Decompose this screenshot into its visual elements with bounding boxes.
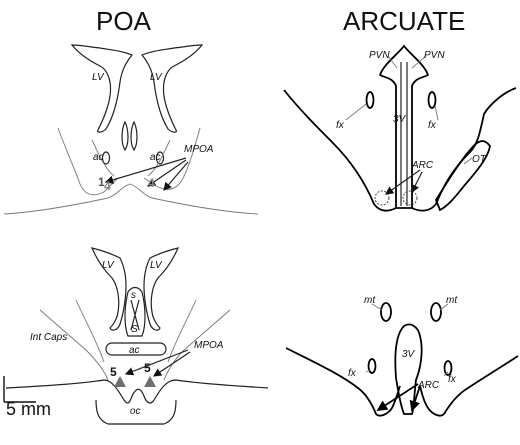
lv-right-outline-lower: [143, 247, 180, 331]
site-5-marker-right: [144, 376, 156, 387]
site-4-label-a: 4: [104, 179, 111, 193]
optic-tract-label: OT: [472, 154, 487, 165]
panel-poa-lower: LV LV s S ac Int Caps MPOA 5 5 oc: [5, 247, 269, 425]
lv-left-label-lower: LV: [102, 260, 115, 271]
mt-left-oval: [380, 302, 392, 322]
septum-left: [121, 120, 129, 152]
site-5-marker-left: [114, 376, 126, 387]
fx-left-label: fx: [336, 120, 345, 131]
fx-right-label: fx: [428, 120, 437, 131]
lv-left-label: LV: [92, 72, 105, 83]
ac-left-oval: [101, 151, 111, 165]
ac-label-lower: ac: [129, 345, 140, 356]
panel-arcuate-lower: mt mt 3V fx fx ARC: [285, 295, 519, 417]
third-ventricle-label-lower: 3V: [402, 349, 416, 360]
mpoa-label-lower: MPOA: [194, 340, 224, 351]
mpoa-arrow-lower-2: [153, 351, 191, 377]
arc-arrow-lower-right: [409, 385, 421, 412]
fx-left-oval-lower: [367, 358, 377, 374]
third-ventricle-outline-lower: [394, 323, 423, 415]
ac-right-oval: [155, 151, 165, 165]
mpoa-arrow-lower-1: [124, 349, 189, 376]
hypothalamus-outline: [283, 87, 517, 212]
site-5-label-b: 5: [144, 361, 151, 375]
septum-lower-label: S: [131, 324, 138, 335]
panel-arcuate-upper: PVN PVN 3V fx fx ARC OT: [283, 44, 517, 212]
optic-chiasm-outline: [95, 399, 177, 425]
poa-title: POA: [96, 6, 151, 36]
optic-tract-outline: [434, 140, 491, 212]
pvn-leaders: [345, 55, 473, 165]
third-ventricle-label: 3V: [393, 114, 407, 125]
septum-right: [130, 120, 138, 152]
contour-right: [143, 127, 201, 190]
lv-left-outline: [70, 44, 133, 133]
mt-right-oval: [430, 302, 442, 322]
mpoa-arrow-3: [163, 161, 189, 191]
arc-label: ARC: [411, 160, 434, 171]
contour-left: [57, 127, 119, 196]
arc-arrow-right: [411, 171, 423, 194]
fx-left-label-lower: fx: [348, 368, 357, 379]
scale-bar: 5 mm: [3, 376, 51, 419]
third-ventricle-outline: [378, 44, 430, 209]
mt-right-label: mt: [446, 295, 458, 306]
ac-right-label: ac: [150, 152, 161, 163]
septum-lower: [124, 286, 146, 337]
septum-upper-label: s: [131, 290, 136, 301]
fx-right-oval: [427, 91, 437, 109]
lower-contour-mid: [75, 299, 197, 363]
site-5-label-a: 5: [110, 365, 117, 379]
scale-bar-label: 5 mm: [6, 399, 51, 419]
lv-right-label-lower: LV: [150, 260, 163, 271]
ac-left-label: ac: [93, 152, 104, 163]
mpoa-label: MPOA: [184, 144, 214, 155]
fx-right-oval-lower: [443, 360, 453, 376]
panel-poa-upper: LV LV MPOA ac ac 1 4 4: [3, 44, 259, 215]
arcuate-title: ARCUATE: [343, 6, 466, 36]
mpoa-arrow-1: [104, 157, 187, 184]
arc-site-left: [374, 190, 390, 206]
brain-base: [3, 183, 259, 215]
lv-right-label: LV: [150, 72, 163, 83]
mpoa-arrow-2: [147, 159, 187, 187]
arc-arrow-left: [385, 169, 421, 195]
brain-base-lower: [5, 379, 269, 404]
site-1-label: 1: [98, 175, 105, 189]
arc-label-lower: ARC: [417, 380, 440, 391]
mt-left-label: mt: [364, 295, 376, 306]
pvn-left-label: PVN: [369, 50, 390, 61]
fx-right-label-lower: fx: [448, 374, 457, 385]
hypothalamus-outline-lower: [285, 347, 519, 417]
septum-lower-inner: [130, 299, 140, 331]
lv-left-outline-lower: [90, 247, 127, 331]
int-caps-contour-right: [163, 309, 231, 381]
arc-site-right: [402, 190, 418, 206]
arc-arrow-lower-left: [376, 383, 419, 411]
fx-left-oval: [365, 91, 375, 109]
site-4-label-b: 4: [148, 176, 155, 190]
ac-bar: [105, 342, 167, 356]
int-caps-contour-left: [39, 309, 109, 381]
pvn-right-label: PVN: [424, 50, 445, 61]
lv-right-outline: [141, 44, 204, 133]
optic-chiasm-label: oc: [130, 406, 141, 417]
int-caps-label: Int Caps: [30, 332, 67, 343]
leaders-lower: [365, 303, 449, 377]
third-ventricle-inner: [400, 62, 408, 206]
contour-inner: [91, 139, 171, 177]
